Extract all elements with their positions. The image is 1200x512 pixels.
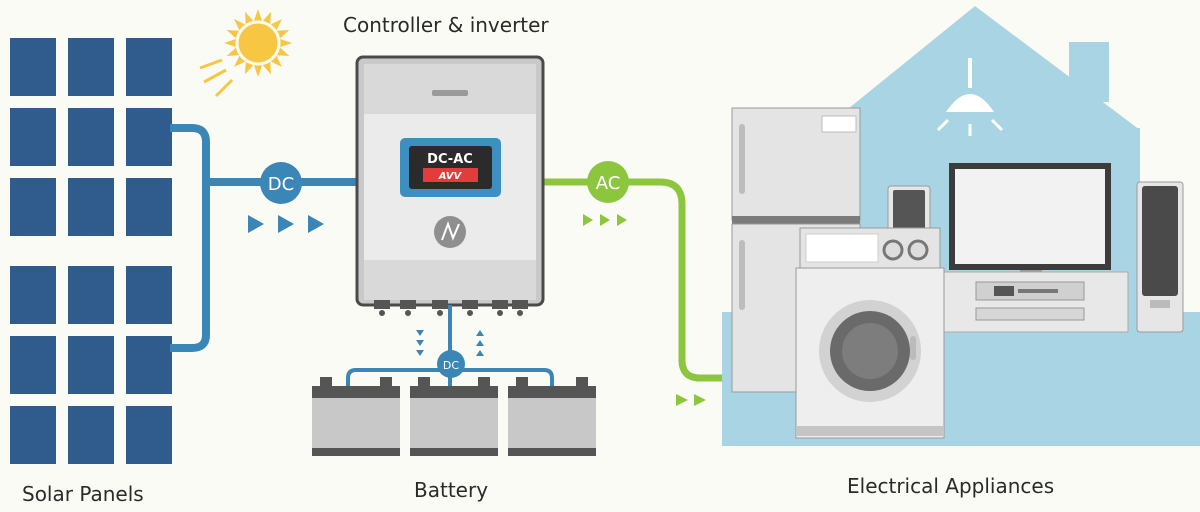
solar-cell	[126, 406, 172, 464]
terminal	[512, 300, 528, 309]
solar-cell	[10, 336, 56, 394]
solar-cell	[68, 266, 114, 324]
terminal	[462, 300, 478, 309]
washing-machine	[795, 227, 945, 439]
terminal-nut	[467, 310, 473, 316]
svg-text:DC: DC	[443, 359, 459, 372]
battery-unit	[312, 377, 400, 456]
terminal-nut	[497, 310, 503, 316]
solar-cell	[10, 266, 56, 324]
svg-text:AVV: AVV	[438, 171, 463, 182]
terminal	[492, 300, 508, 309]
solar-cell	[68, 178, 114, 236]
solar-cell	[126, 266, 172, 324]
terminal	[374, 300, 390, 309]
terminal-nut	[437, 310, 443, 316]
media-console	[937, 271, 1129, 333]
controller-label: Controller & inverter	[343, 13, 549, 37]
terminal-nut	[405, 310, 411, 316]
solar-cell	[126, 178, 172, 236]
svg-text:DC: DC	[268, 174, 294, 195]
dc-flow-arrows	[248, 215, 324, 233]
inverter: DC-AC AVV	[355, 55, 545, 307]
solar-cell	[126, 336, 172, 394]
solar-cell	[126, 38, 172, 96]
solar-cell	[68, 38, 114, 96]
appliances-label: Electrical Appliances	[847, 474, 1055, 498]
dc-battery-badge: DC	[437, 350, 465, 378]
ac-flow-arrows	[583, 214, 706, 406]
battery-flow-arrows	[416, 330, 484, 356]
svg-text:AC: AC	[596, 173, 621, 194]
ac-badge: AC	[587, 161, 629, 203]
speaker-small	[887, 185, 931, 237]
solar-cell	[10, 38, 56, 96]
solar-cell	[10, 406, 56, 464]
batteries	[312, 377, 596, 456]
sun-icon	[199, 9, 292, 98]
terminal-nut	[379, 310, 385, 316]
battery-label: Battery	[414, 478, 489, 502]
dc-panel-cable	[170, 124, 360, 352]
speaker-tall	[1136, 181, 1184, 333]
inverter-terminals	[374, 300, 528, 316]
solar-panels	[10, 38, 172, 464]
svg-text:DC-AC: DC-AC	[427, 152, 473, 167]
ac-cable	[542, 178, 722, 382]
television	[949, 163, 1111, 275]
battery-unit	[508, 377, 596, 456]
terminal	[400, 300, 416, 309]
solar-cell	[68, 336, 114, 394]
battery-unit	[410, 377, 498, 456]
solar-cell	[126, 108, 172, 166]
terminal-nut	[517, 310, 523, 316]
solar-panels-label: Solar Panels	[22, 482, 144, 506]
terminal	[432, 300, 448, 309]
solar-cell	[68, 406, 114, 464]
dc-badge: DC	[260, 162, 302, 204]
solar-cell	[10, 108, 56, 166]
ceiling-lamp-icon	[936, 58, 1004, 136]
solar-cell	[10, 178, 56, 236]
solar-cell	[68, 108, 114, 166]
